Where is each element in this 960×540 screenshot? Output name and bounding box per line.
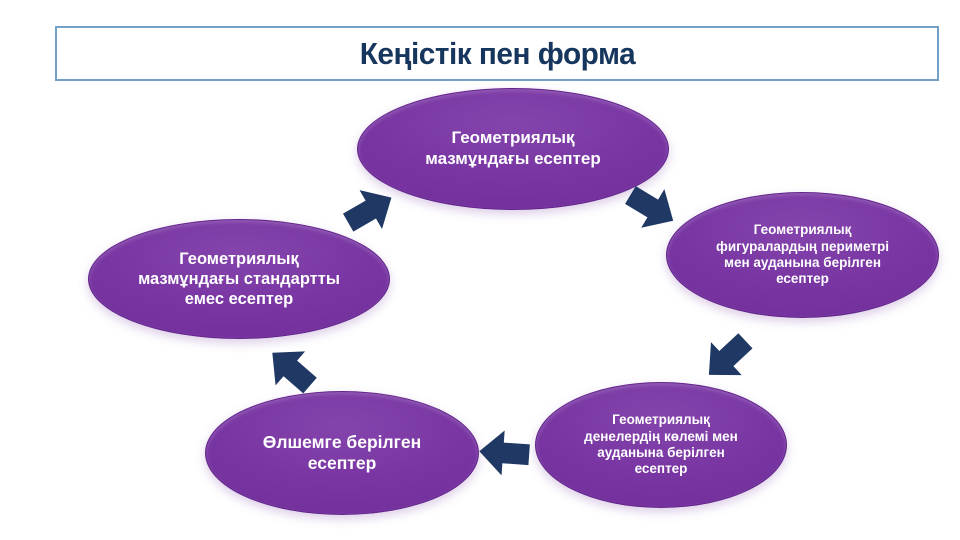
node-label: Геометриялық фигуралардың периметрі мен … bbox=[716, 222, 889, 287]
ellipse-node-bottom-left: Өлшемге берілген есептер bbox=[205, 391, 479, 515]
slide-title-box: Кеңістік пен форма bbox=[55, 26, 939, 81]
node-label: Геометриялық денелердің көлемі мен аудан… bbox=[584, 412, 738, 477]
arrow-bottom-right-to-bottom-left-icon bbox=[475, 424, 533, 482]
node-label: Геометриялық мазмұндағы стандартты емес … bbox=[138, 249, 340, 309]
ellipse-node-top: Геометриялық мазмұндағы есептер bbox=[357, 88, 669, 210]
ellipse-node-bottom-right: Геометриялық денелердің көлемі мен аудан… bbox=[535, 382, 787, 508]
arrow-right-to-bottom-right-icon bbox=[689, 320, 765, 396]
ellipse-node-right: Геометриялық фигуралардың периметрі мен … bbox=[666, 192, 939, 318]
node-label: Геометриялық мазмұндағы есептер bbox=[425, 128, 601, 168]
page-title: Кеңістік пен форма bbox=[359, 35, 635, 71]
arrow-left-to-top-icon bbox=[333, 173, 407, 247]
arrow-bottom-left-to-left-icon bbox=[253, 331, 329, 407]
ellipse-node-left: Геометриялық мазмұндағы стандартты емес … bbox=[88, 219, 390, 339]
arrow-top-to-right-icon bbox=[615, 171, 689, 245]
node-label: Өлшемге берілген есептер bbox=[262, 431, 422, 473]
